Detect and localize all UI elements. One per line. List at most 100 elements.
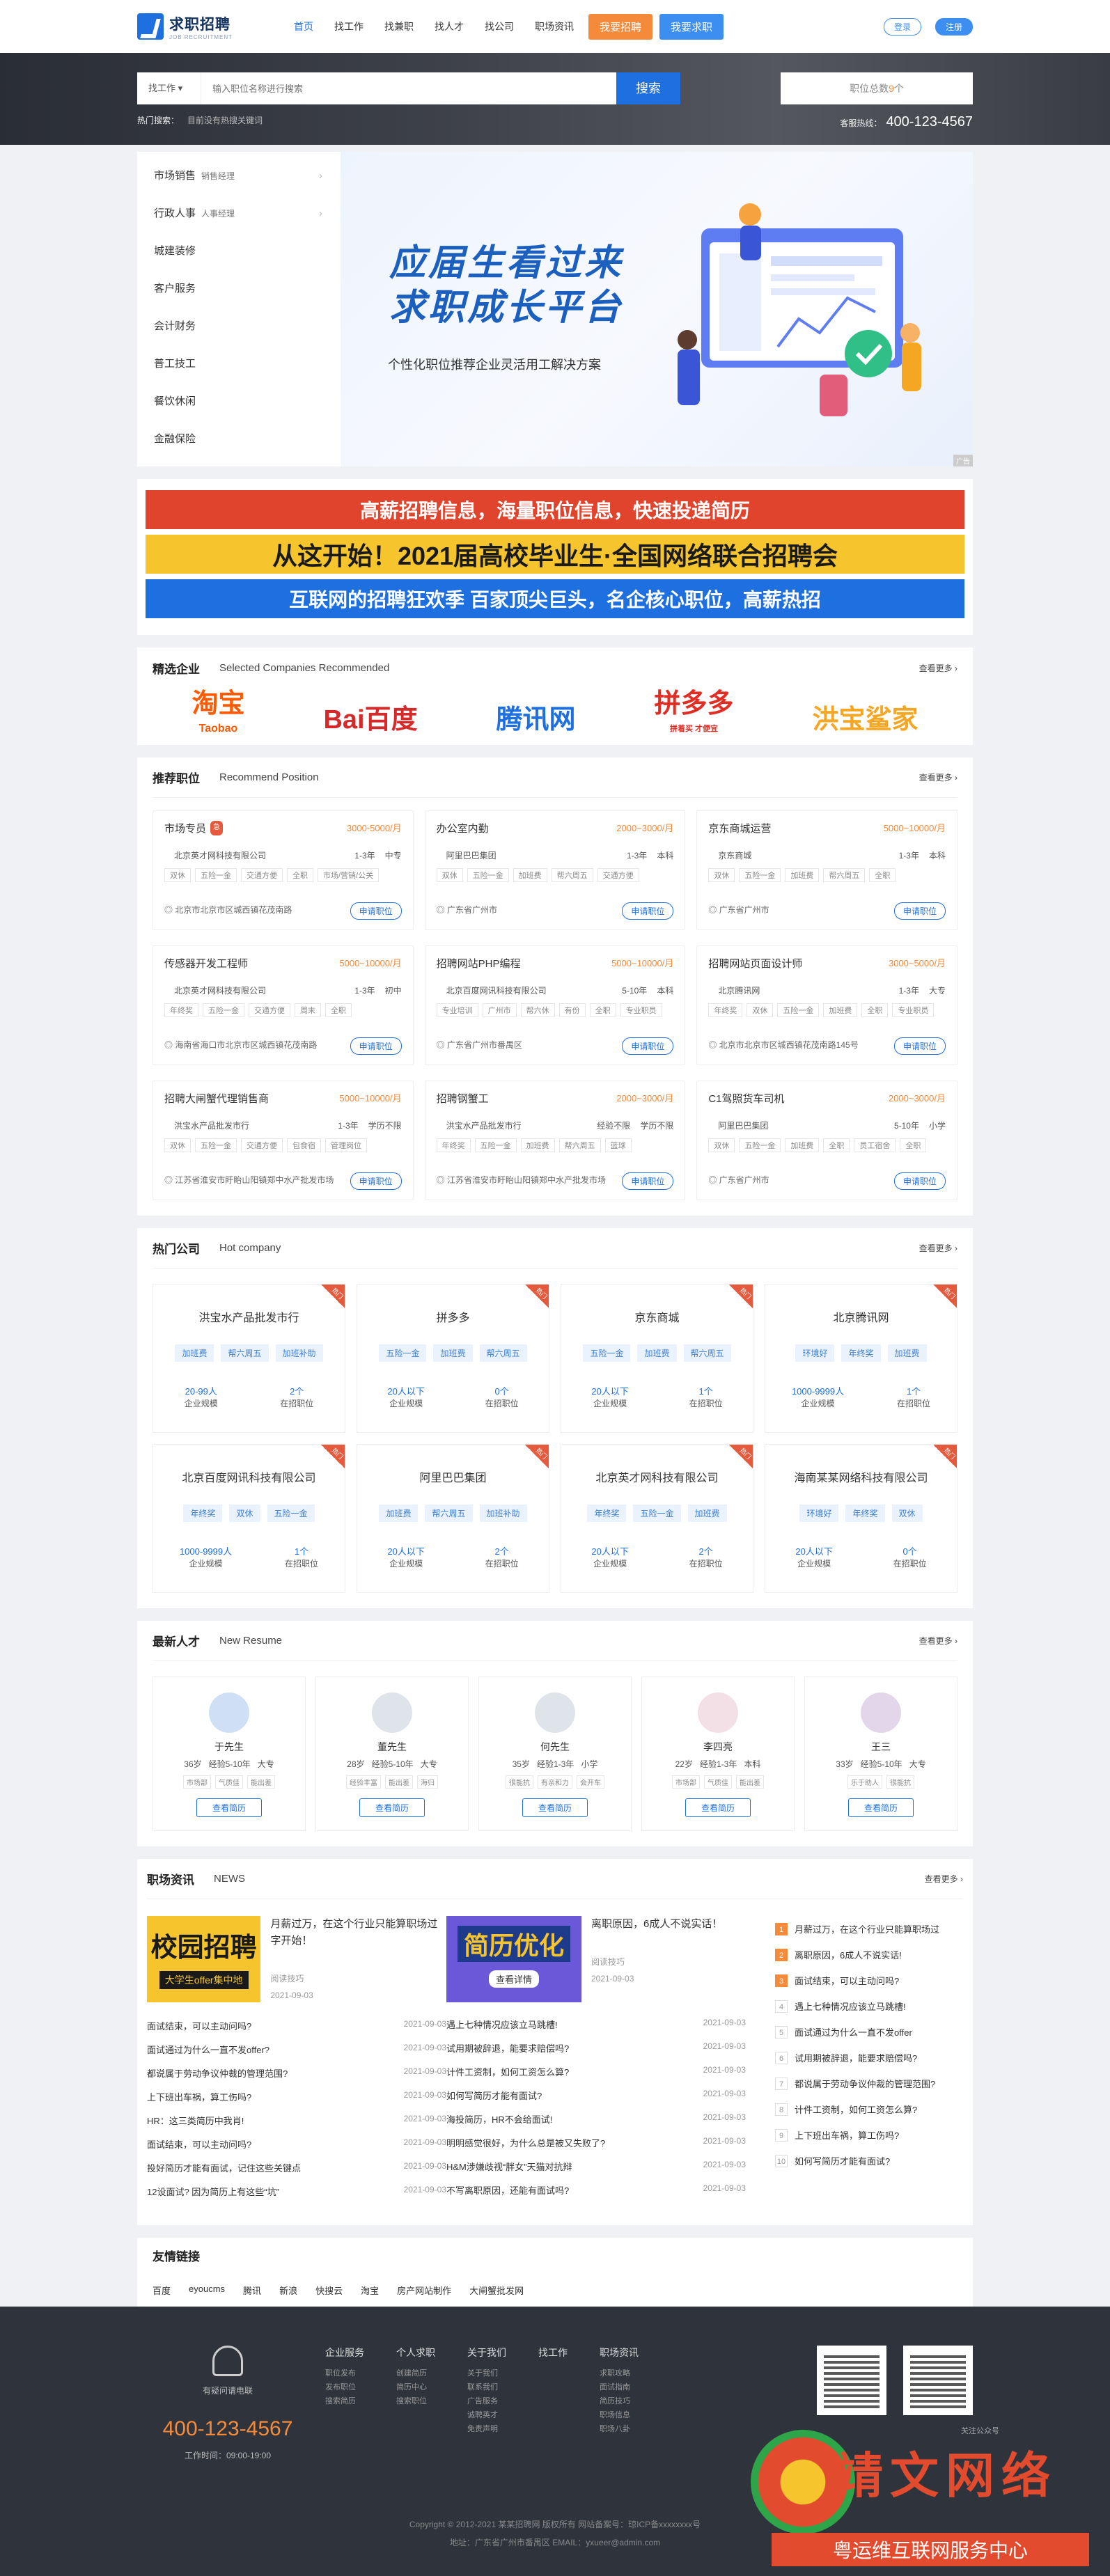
friend-link[interactable]: 房产网站制作 bbox=[397, 2286, 452, 2296]
logo-baidu[interactable]: Bai百度 bbox=[323, 705, 418, 735]
company-name[interactable]: 阿里巴巴集团 bbox=[419, 1472, 487, 1484]
search-input[interactable] bbox=[201, 72, 616, 104]
company-name[interactable]: 北京英才网科技有限公司 bbox=[595, 1472, 719, 1484]
nav-home[interactable]: 首页 bbox=[294, 21, 313, 32]
view-resume-button[interactable]: 查看简历 bbox=[685, 1798, 751, 1817]
category-item[interactable]: 行政人事人事经理› bbox=[137, 195, 341, 233]
view-resume-button[interactable]: 查看简历 bbox=[359, 1798, 425, 1817]
job-title[interactable]: 市场专员 bbox=[164, 823, 207, 835]
footer-link[interactable]: 搜索职位 bbox=[396, 2397, 427, 2405]
friend-link[interactable]: eyoucms bbox=[189, 2284, 226, 2294]
view-resume-button[interactable]: 查看简历 bbox=[522, 1798, 588, 1817]
job-company[interactable]: 京东商城 bbox=[718, 851, 752, 861]
resume-name[interactable]: 董先生 bbox=[377, 1741, 407, 1752]
search-button[interactable]: 搜索 bbox=[616, 72, 680, 104]
login-button[interactable]: 登录 bbox=[883, 17, 921, 36]
logo-tencent[interactable]: 腾讯网 bbox=[496, 705, 576, 735]
news-item[interactable]: 面试结束，可以主动问吗?2021-09-03 bbox=[147, 2137, 446, 2161]
job-title[interactable]: C1驾照货车司机 bbox=[708, 1093, 785, 1105]
nav-part-time[interactable]: 找兼职 bbox=[384, 21, 414, 32]
footer-link[interactable]: 职位发布 bbox=[325, 2369, 356, 2378]
job-company[interactable]: 北京腾讯网 bbox=[718, 986, 760, 996]
apply-button[interactable]: 申请职位 bbox=[893, 1037, 946, 1055]
seek-button[interactable]: 我要求职 bbox=[659, 13, 724, 40]
resume-name[interactable]: 李四亮 bbox=[703, 1741, 733, 1752]
news-item[interactable]: 海投简历，HR不会给面试!2021-09-03 bbox=[446, 2112, 746, 2136]
category-item[interactable]: 市场销售销售经理› bbox=[137, 157, 341, 195]
footer-link[interactable]: 搜索简历 bbox=[325, 2397, 356, 2405]
news-item[interactable]: 计件工资制，如何工资怎么算?2021-09-03 bbox=[446, 2065, 746, 2089]
footer-link[interactable]: 关于我们 bbox=[467, 2369, 498, 2378]
job-title[interactable]: 招聘网站页面设计师 bbox=[708, 958, 803, 970]
news-thumb-resume[interactable]: 简历优化 查看详情 bbox=[446, 1916, 581, 2002]
resumes-more-link[interactable]: 查看更多 › bbox=[919, 1636, 957, 1646]
resume-name[interactable]: 何先生 bbox=[540, 1741, 570, 1752]
category-item[interactable]: 会计财务 bbox=[137, 308, 341, 345]
footer-link[interactable]: 诚聘英才 bbox=[467, 2411, 498, 2419]
friend-link[interactable]: 淘宝 bbox=[361, 2286, 380, 2296]
category-item[interactable]: 城建装修 bbox=[137, 233, 341, 270]
job-title[interactable]: 京东商城运营 bbox=[708, 823, 772, 835]
company-name[interactable]: 北京腾讯网 bbox=[833, 1312, 889, 1324]
job-company[interactable]: 洪宝水产品批发市行 bbox=[446, 1121, 522, 1131]
news-item[interactable]: 明明感觉很好，为什么总是被又失败了?2021-09-03 bbox=[446, 2136, 746, 2160]
company-name[interactable]: 北京百度网讯科技有限公司 bbox=[182, 1472, 316, 1484]
company-name[interactable]: 海南某某网络科技有限公司 bbox=[794, 1472, 928, 1484]
footer-link[interactable]: 广告服务 bbox=[467, 2397, 498, 2405]
news-more-link[interactable]: 查看更多 › bbox=[924, 1874, 963, 1884]
footer-link[interactable]: 发布职位 bbox=[325, 2383, 356, 2392]
apply-button[interactable]: 申请职位 bbox=[622, 1037, 674, 1055]
apply-button[interactable]: 申请职位 bbox=[350, 1037, 402, 1055]
nav-find-job[interactable]: 找工作 bbox=[334, 21, 364, 32]
nav-news[interactable]: 职场资讯 bbox=[535, 21, 574, 32]
news-item[interactable]: 面试通过为什么一直不发offer?2021-09-03 bbox=[147, 2043, 446, 2066]
nav-find-talent[interactable]: 找人才 bbox=[435, 21, 464, 32]
news-item[interactable]: 如何写简历才能有面试?2021-09-03 bbox=[446, 2089, 746, 2112]
resume-name[interactable]: 于先生 bbox=[214, 1741, 244, 1752]
hot-companies-more-link[interactable]: 查看更多 › bbox=[919, 1243, 957, 1253]
footer-link[interactable]: 职场信息 bbox=[600, 2411, 630, 2419]
apply-button[interactable]: 申请职位 bbox=[622, 1172, 674, 1190]
company-name[interactable]: 京东商城 bbox=[634, 1312, 680, 1324]
company-name[interactable]: 拼多多 bbox=[436, 1312, 470, 1324]
news-item[interactable]: 面试结束，可以主动问吗?2021-09-03 bbox=[147, 2019, 446, 2043]
hire-button[interactable]: 我要招聘 bbox=[588, 13, 653, 40]
featured-more-link[interactable]: 查看更多 › bbox=[919, 663, 957, 673]
job-company[interactable]: 北京百度网讯科技有限公司 bbox=[446, 986, 547, 996]
news-item[interactable]: 上下班出车祸，算工伤吗?2021-09-03 bbox=[147, 2090, 446, 2114]
job-title[interactable]: 招聘钢蟹工 bbox=[436, 1093, 489, 1105]
news-item[interactable]: 遇上七种情况应该立马跳槽!2021-09-03 bbox=[446, 2018, 746, 2041]
job-company[interactable]: 洪宝水产品批发市行 bbox=[174, 1121, 250, 1131]
company-name[interactable]: 洪宝水产品批发市行 bbox=[198, 1312, 299, 1324]
footer-link[interactable]: 简历中心 bbox=[396, 2383, 427, 2392]
footer-link[interactable]: 创建简历 bbox=[396, 2369, 427, 2378]
